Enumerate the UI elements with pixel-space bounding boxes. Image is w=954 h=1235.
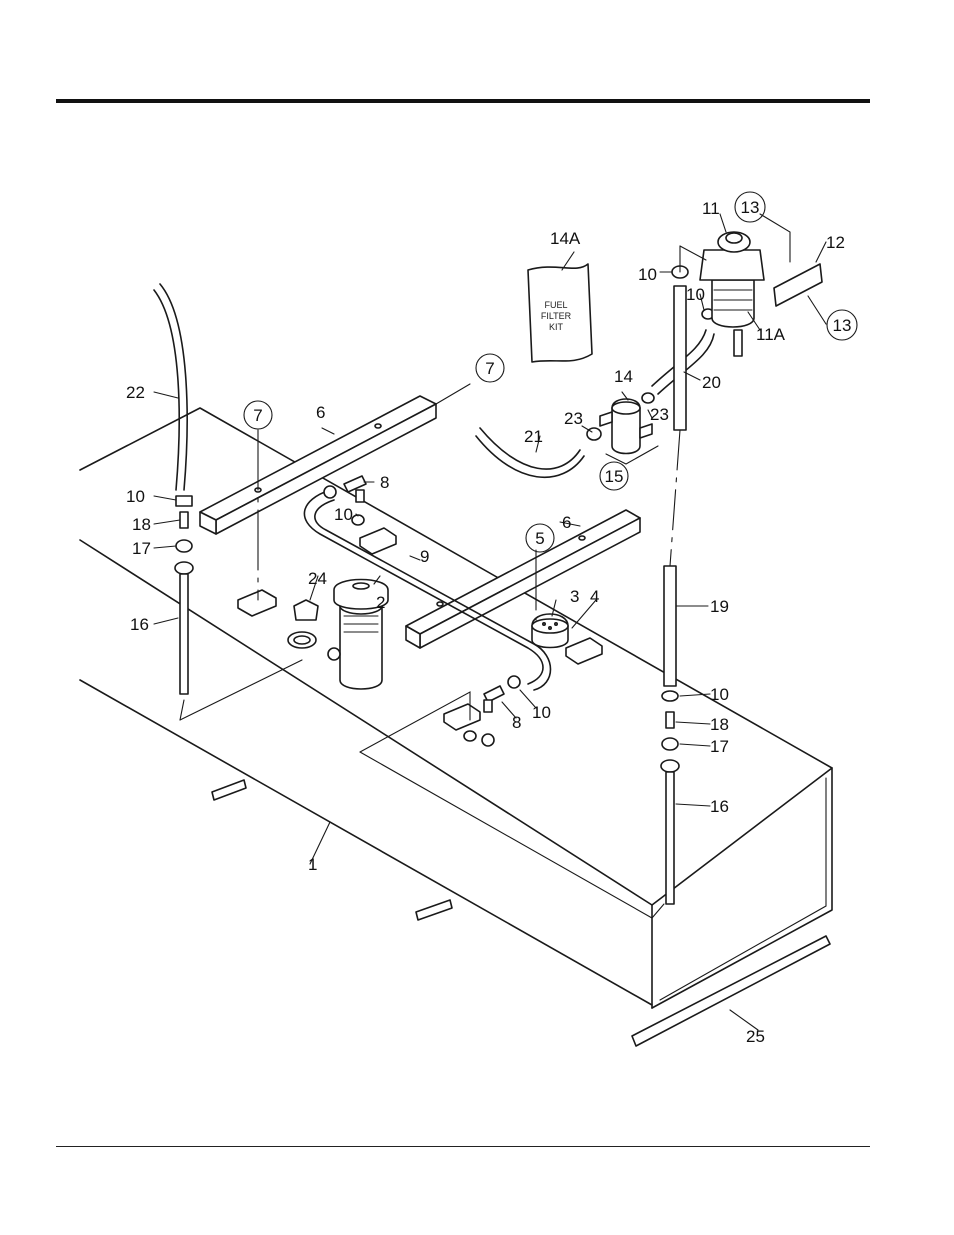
callout-24: 24 [308, 569, 327, 588]
callout-23-right: 23 [650, 405, 669, 424]
callout-2: 2 [376, 593, 385, 612]
kit-label-line-3: KIT [549, 322, 564, 332]
callout-16-right: 16 [710, 797, 729, 816]
callout-17-left: 17 [132, 539, 151, 558]
callout-18-left: 18 [132, 515, 151, 534]
bottom-rule [56, 1146, 870, 1147]
clamp-10 [324, 486, 336, 498]
fuel-filter-kit-14a: FUEL FILTER KIT [528, 264, 592, 362]
strip-25 [632, 936, 830, 1046]
callout-1: 1 [308, 855, 317, 874]
alignment-lines [180, 214, 790, 918]
callout-18-right: 18 [710, 715, 729, 734]
kit-label-line-1: FUEL [544, 300, 567, 310]
callout-3: 3 [570, 587, 579, 606]
callout-23-left: 23 [564, 409, 583, 428]
left-pickup-tube-assembly [154, 284, 193, 694]
callout-10-top: 10 [638, 265, 657, 284]
callout-8-upper: 8 [380, 473, 389, 492]
callout-10-mid: 10 [334, 505, 353, 524]
callout-21: 21 [524, 427, 543, 446]
mounting-bracket-12 [774, 264, 822, 306]
callout-leaders [154, 214, 826, 1030]
callout-12: 12 [826, 233, 845, 252]
mount-clip [238, 590, 276, 616]
callout-13-top: 13 [741, 198, 760, 217]
callout-10-lower: 10 [532, 703, 551, 722]
mount-clip [360, 528, 396, 554]
bracket-6-right [406, 510, 640, 648]
mount-clip [444, 704, 480, 730]
fuel-filter-housing-14 [587, 393, 654, 454]
callout-10-right: 10 [710, 685, 729, 704]
fuel-filter-11 [700, 232, 764, 356]
callout-7-right: 7 [485, 359, 494, 378]
callout-9: 9 [420, 547, 429, 566]
clamp-10-lower [508, 676, 520, 688]
elbow-fitting-8-lower [484, 686, 504, 712]
callout-6-upper: 6 [316, 403, 325, 422]
callout-5: 5 [535, 529, 544, 548]
callout-11: 11 [702, 199, 720, 218]
callout-17-right: 17 [710, 737, 729, 756]
callout-13-bottom: 13 [833, 316, 852, 335]
right-pickup-tube-assembly [661, 566, 679, 904]
callout-25: 25 [746, 1027, 765, 1046]
callout-4: 4 [590, 587, 599, 606]
washer [482, 734, 494, 746]
washer [464, 731, 476, 741]
callout-16-left: 16 [130, 615, 149, 634]
callout-15: 15 [605, 467, 624, 486]
cap-24 [294, 600, 318, 620]
callout-14: 14 [614, 367, 633, 386]
callout-14a: 14A [550, 229, 581, 248]
callout-8-lower: 8 [512, 713, 521, 732]
callout-10-filter: 10 [686, 285, 705, 304]
sender-unit-3 [532, 614, 568, 648]
elbow-fitting-8-upper [344, 476, 366, 502]
callout-19: 19 [710, 597, 729, 616]
callout-22: 22 [126, 383, 145, 402]
vertical-tube [674, 286, 686, 430]
kit-label-line-2: FILTER [541, 311, 572, 321]
mount-clip [566, 638, 602, 664]
callout-11a: 11A [756, 325, 786, 344]
callout-10-left: 10 [126, 487, 145, 506]
callout-20: 20 [702, 373, 721, 392]
callout-6-lower: 6 [562, 513, 571, 532]
callout-7-left: 7 [253, 406, 262, 425]
